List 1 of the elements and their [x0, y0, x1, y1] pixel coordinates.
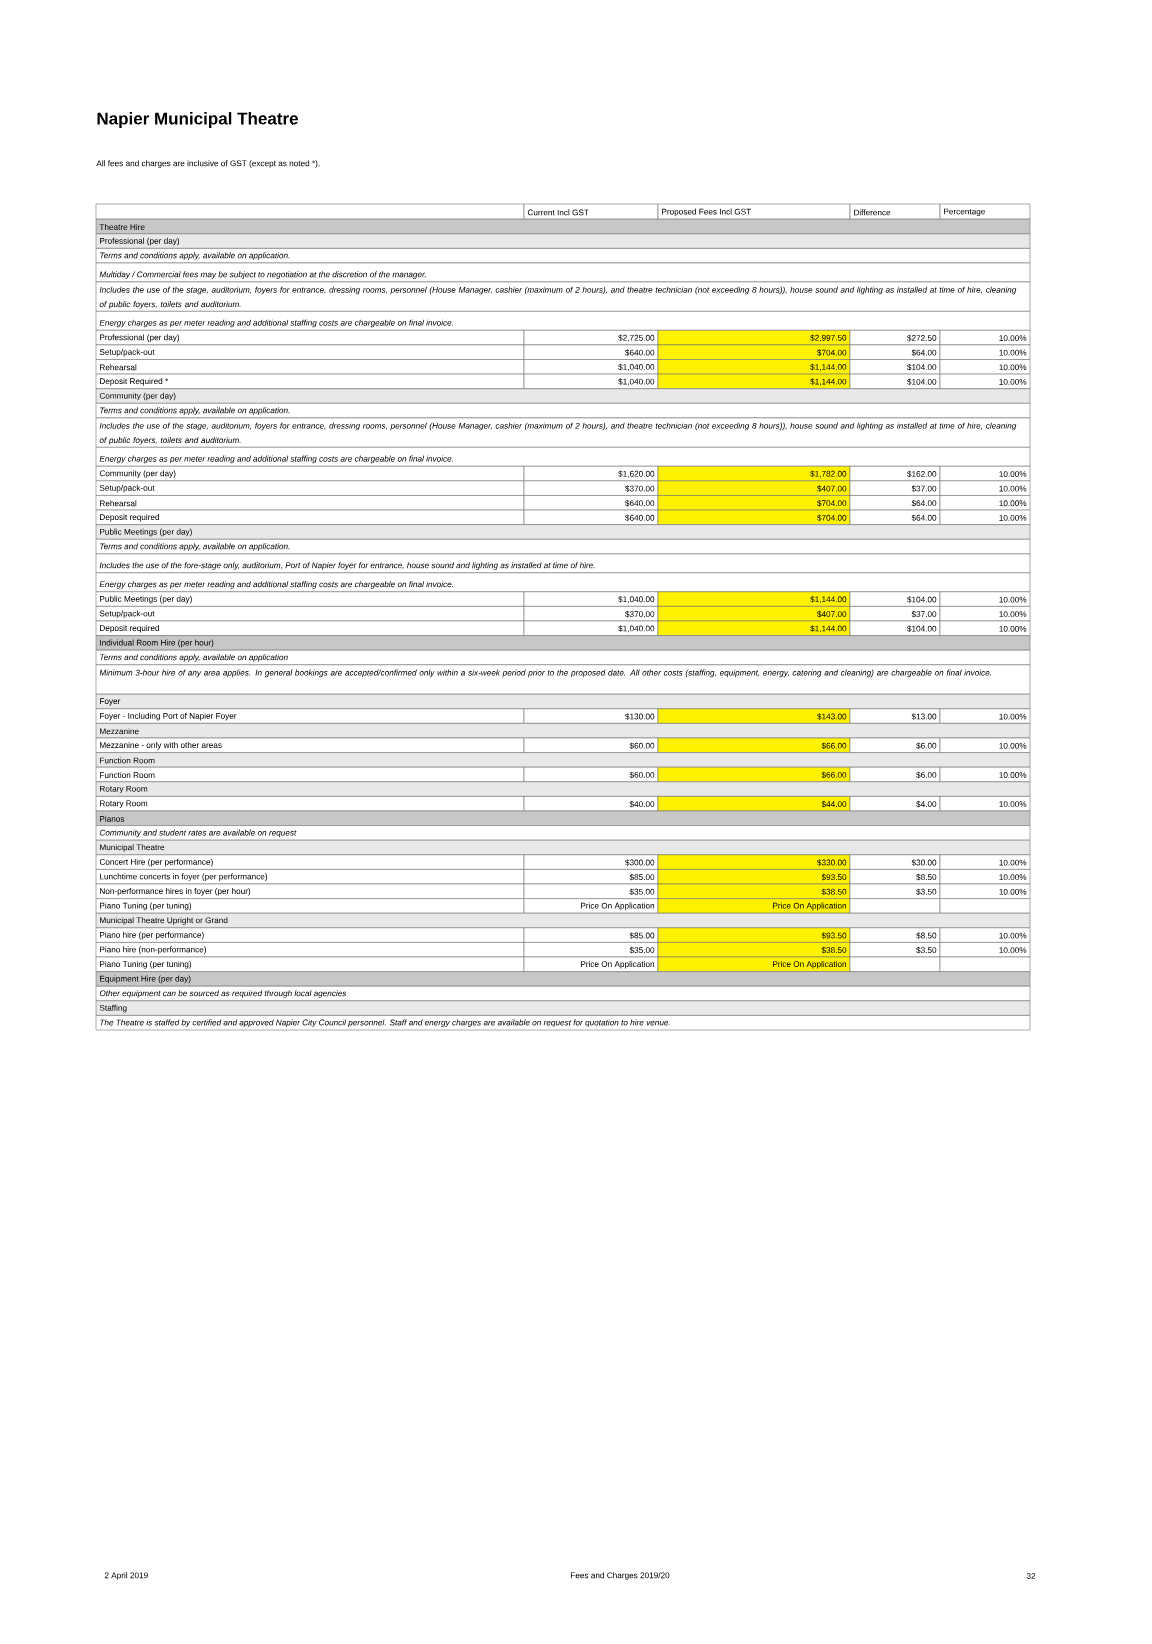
page-title: Napier Municipal Theatre: [97, 112, 298, 128]
